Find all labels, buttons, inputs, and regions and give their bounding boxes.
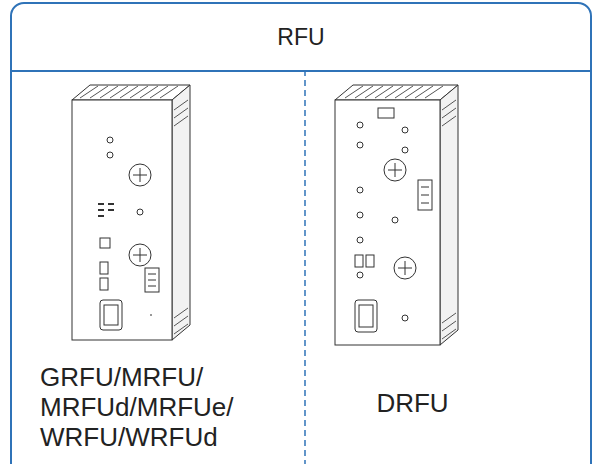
group-heading: RFU — [277, 23, 324, 51]
drfu-module-drawing — [335, 85, 458, 345]
module-label: GRFU/MRFU/ MRFUd/MRFUe/ WRFU/WRFUd — [40, 362, 290, 452]
rfu-module-drawing — [72, 85, 190, 340]
text-holder: DRFU — [305, 388, 520, 418]
text-holder: RFU — [12, 4, 590, 72]
module-label: DRFU — [305, 388, 520, 418]
module-panel: GRFU/MRFU/ MRFUd/MRFUe/ WRFU/WRFUd — [12, 70, 305, 464]
module-panel: DRFU — [305, 70, 520, 464]
text-holder: GRFU/MRFU/ MRFUd/MRFUe/ WRFU/WRFUd — [40, 362, 290, 452]
outer-frame: RFU GRFU/MRFU/ MRFUd/MRFUe/ WRFU/WRFUd DRF… — [10, 2, 592, 464]
dashed-divider — [304, 70, 306, 464]
